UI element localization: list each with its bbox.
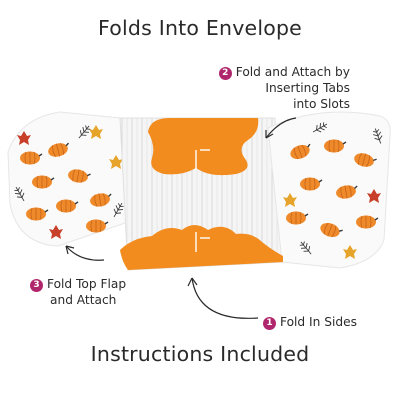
step-3-line-2: and Attach: [50, 293, 117, 307]
title-folds-into-envelope: Folds Into Envelope: [98, 16, 302, 40]
top-tab-flap: [148, 118, 259, 176]
arrow-to-tabs: [265, 117, 297, 139]
right-side-flap: [267, 111, 391, 269]
title-instructions-included: Instructions Included: [90, 342, 310, 366]
arrow-to-top-flap: [65, 245, 105, 261]
step-2-line-1: Fold and Attach by: [235, 65, 350, 79]
step-3-badge: 3: [30, 279, 43, 292]
arrow-to-sides: [187, 277, 259, 319]
step-2-badge: 2: [218, 67, 232, 80]
step-1-line-1: Fold In Sides: [280, 315, 357, 329]
step-3-callout: 3 Fold Top Flap and Attach: [30, 276, 126, 308]
bottom-tab-flap: [120, 225, 283, 270]
step-2-line-3: into Slots: [293, 97, 350, 111]
step-1-callout: 1 Fold In Sides: [263, 314, 357, 330]
step-1-badge: 1: [263, 317, 276, 330]
step-2-line-2: Inserting Tabs: [265, 81, 350, 95]
left-side-flap: [7, 111, 129, 247]
step-3-line-1: Fold Top Flap: [47, 277, 127, 291]
